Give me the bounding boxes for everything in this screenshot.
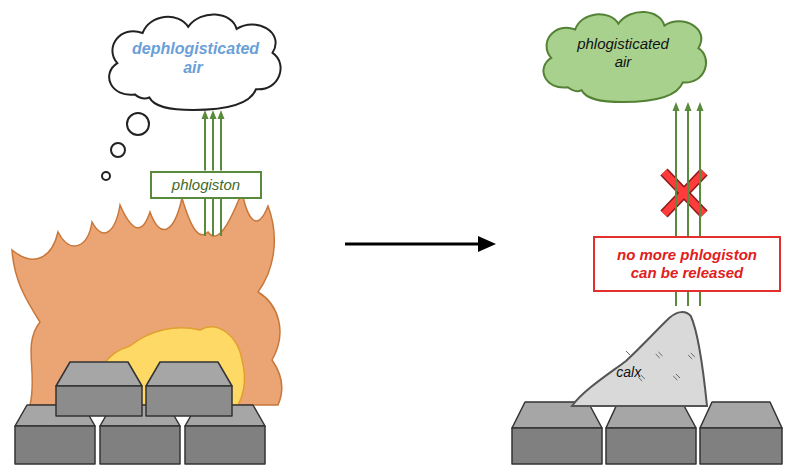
phlogiston-arrows [676, 292, 700, 306]
phlogiston-stream [205, 197, 221, 236]
transition-arrow [345, 236, 496, 252]
texture-stroke [626, 351, 630, 355]
arrow-line [675, 292, 677, 306]
arrow-line [675, 110, 677, 236]
arrow-head [697, 102, 704, 111]
node-text: no more phlogiston can be released [603, 246, 771, 282]
node-text: calx [616, 364, 641, 381]
fire-flame [12, 192, 282, 405]
arrow-line [687, 110, 689, 236]
metal-bars [15, 362, 265, 464]
gas-cloud: phlogisticated air [531, 4, 715, 102]
cloud-outline [543, 12, 706, 102]
arrow-head [202, 110, 209, 119]
arrow-head [685, 102, 692, 111]
pile-outline [572, 306, 707, 406]
texture-stroke [676, 374, 680, 378]
arrow-head [673, 102, 680, 111]
node-text: phlogisticated air [567, 35, 679, 71]
label-box: phlogiston [150, 171, 262, 199]
calx-pile: calx [572, 306, 707, 406]
arrow-line [699, 292, 701, 306]
thought-cloud: dephlogisticated air [96, 6, 290, 110]
thought-bubbles [102, 113, 149, 180]
texture-stroke [688, 355, 692, 359]
arrow-head [218, 110, 225, 119]
texture-stroke [691, 353, 695, 357]
texture-stroke [641, 375, 645, 379]
cloud-outline [109, 15, 280, 110]
texture-stroke [673, 376, 677, 380]
node-text: dephlogisticated air [132, 39, 254, 77]
arrow-head [210, 110, 217, 119]
arrow-line [687, 292, 689, 306]
pile-outline [572, 312, 707, 406]
texture-stroke [656, 354, 660, 358]
texture-stroke [658, 352, 662, 356]
cloud-outline [96, 6, 290, 110]
phlogiston-arrows [202, 110, 225, 171]
warning-box: no more phlogiston can be released [593, 236, 781, 292]
blocked-cross [664, 172, 704, 214]
node-text: phlogiston [172, 176, 240, 194]
phlogiston-arrows [673, 102, 704, 236]
arrow-line [699, 110, 701, 236]
arrow-line [212, 118, 214, 171]
arrow-line [220, 118, 222, 171]
arrow-line [204, 118, 206, 171]
metal-bars [512, 402, 782, 464]
